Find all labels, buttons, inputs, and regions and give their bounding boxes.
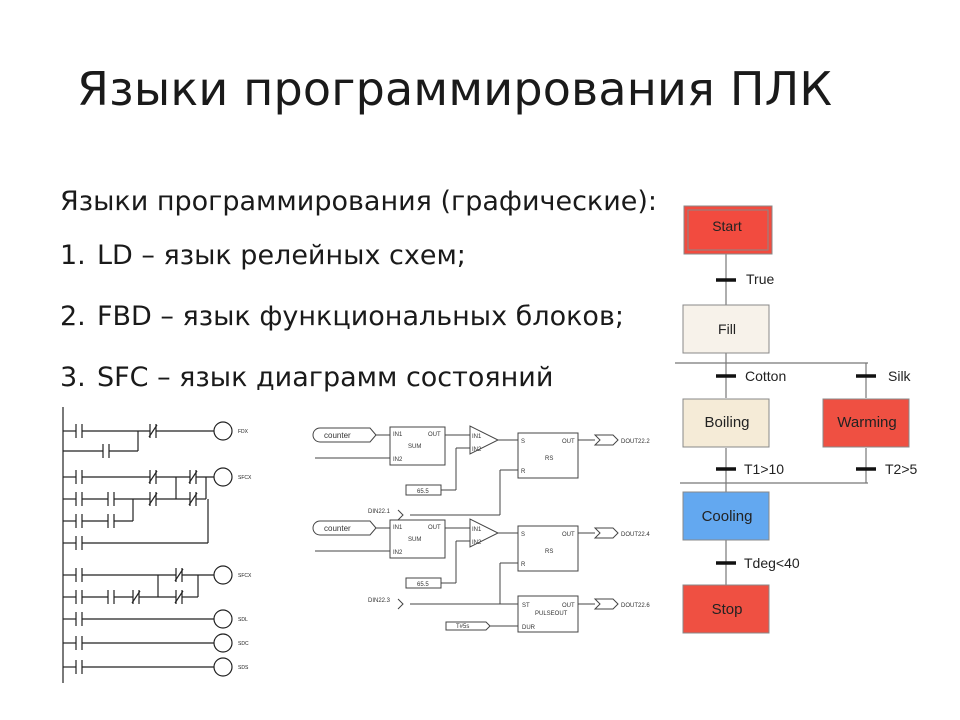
language-list: 1. LD – язык релейных схем; 2. FBD – язык …: [60, 240, 624, 423]
output-label: DOUT22.2: [621, 439, 650, 445]
const-label: 65.5: [417, 489, 429, 495]
step-fill-box: [682, 304, 770, 354]
slide-title: Языки программирования ПЛК: [77, 62, 833, 116]
step-stop-box: [682, 584, 770, 634]
sfc-diagram: Start Fill Boiling Warming Cooling Stop …: [670, 205, 950, 645]
pin-label: OUT: [562, 603, 575, 609]
step-start-inner: [687, 209, 769, 251]
list-item-text: SFC – язык диаграмм состояний: [97, 362, 554, 393]
coil-label: SFCX: [238, 475, 252, 481]
list-item-number: 1.: [60, 240, 86, 271]
fbd-input-label: counter: [324, 431, 351, 440]
transition-tdeg: Tdeg<40: [744, 555, 800, 571]
step-cooling: Cooling: [702, 508, 753, 525]
input-label: DIN22.3: [368, 598, 391, 604]
transition-silk: Silk: [888, 368, 912, 384]
pin-label: IN1: [393, 525, 403, 531]
pin-label: IN2: [472, 447, 482, 453]
pin-label: OUT: [428, 525, 441, 531]
pin-label: OUT: [562, 439, 575, 445]
input-label: DIN22.1: [368, 509, 391, 515]
list-item-number: 2.: [60, 301, 86, 332]
block-name: PULSEOUT: [535, 611, 568, 617]
block-name: SUM: [408, 537, 421, 543]
transition-t1: T1>10: [744, 461, 784, 477]
list-item: 2. FBD – язык функциональных блоков;: [60, 301, 624, 362]
pin-label: IN1: [472, 527, 482, 533]
const-label: 65.5: [417, 582, 429, 588]
list-item: 3. SFC – язык диаграмм состояний: [60, 362, 624, 423]
fbd-input-label: counter: [324, 524, 351, 533]
coil-symbol: [213, 421, 233, 441]
coil-label: SDC: [238, 641, 249, 647]
coil-symbol: [213, 657, 233, 677]
block-name: RS: [545, 549, 553, 555]
list-item-text: LD – язык релейных схем;: [97, 240, 466, 271]
slide-subtitle: Языки программирования (графические):: [60, 186, 658, 217]
pin-label: OUT: [428, 432, 441, 438]
coil-symbol: [213, 565, 233, 585]
fbd-diagram: counter IN1 IN2 OUT SUM IN1 IN2 S R OUT …: [312, 425, 650, 633]
coil-symbol: [213, 633, 233, 653]
list-item: 1. LD – язык релейных схем;: [60, 240, 624, 301]
pin-label: IN1: [472, 434, 482, 440]
pin-label: R: [521, 562, 526, 568]
coil-label: SDS: [238, 665, 249, 671]
step-stop: Stop: [712, 601, 743, 618]
pin-label: IN1: [393, 432, 403, 438]
output-label: DOUT22.6: [621, 603, 650, 609]
coil-symbol: [213, 609, 233, 629]
pin-label: ST: [522, 603, 530, 609]
pin-label: R: [521, 469, 526, 475]
step-warming: Warming: [837, 414, 896, 431]
ladder-diagram: FDX SFCX SFCX SDL SDC SDS: [62, 407, 252, 683]
step-fill: Fill: [718, 321, 736, 337]
step-boiling: Boiling: [704, 414, 749, 431]
coil-symbol: [213, 467, 233, 487]
pin-label: S: [521, 532, 525, 538]
coil-label: SDL: [238, 617, 248, 623]
step-boiling-box: [682, 398, 770, 448]
pin-label: S: [521, 439, 525, 445]
block-name: SUM: [408, 444, 421, 450]
step-warming-box: [822, 398, 910, 448]
list-item-number: 3.: [60, 362, 86, 393]
pin-label: OUT: [562, 532, 575, 538]
transition-t2: T2>5: [885, 461, 918, 477]
time-label: T#5s: [456, 624, 469, 630]
pin-label: IN2: [472, 540, 482, 546]
transition-cotton: Cotton: [745, 368, 786, 384]
pin-label: IN2: [393, 457, 403, 463]
block-name: RS: [545, 456, 553, 462]
output-label: DOUT22.4: [621, 532, 650, 538]
step-cooling-box: [682, 491, 770, 541]
list-item-text: FBD – язык функциональных блоков;: [97, 301, 624, 332]
pin-label: DUR: [522, 625, 536, 631]
coil-label: FDX: [238, 429, 249, 435]
pin-label: IN2: [393, 550, 403, 556]
step-start: Start: [712, 218, 742, 234]
transition-true: True: [746, 271, 774, 287]
coil-label: SFCX: [238, 573, 252, 579]
